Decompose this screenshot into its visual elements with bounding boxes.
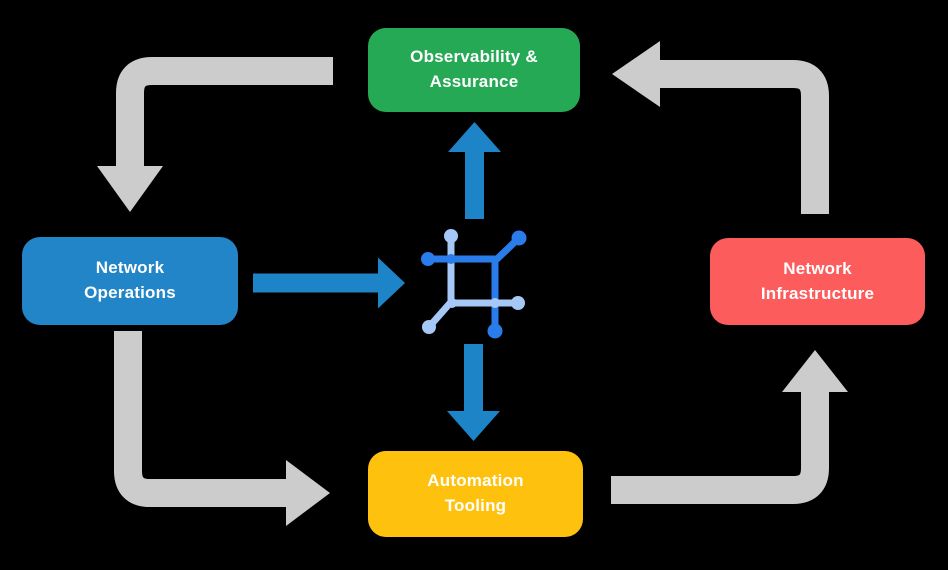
node-label: Network Infrastructure xyxy=(760,258,875,303)
arrow-head-right-icon xyxy=(286,460,330,526)
icon-junction-dot xyxy=(446,254,456,264)
arrow-shaft xyxy=(114,331,286,507)
arrow-shaft xyxy=(465,150,484,219)
node-label: Automation Tooling xyxy=(427,471,524,515)
arrow-center-to-automation xyxy=(447,344,500,441)
arrow-shaft xyxy=(464,344,483,413)
node-automation-tooling: Automation Tooling xyxy=(368,451,583,537)
icon-light-vertical xyxy=(425,232,455,331)
arrow-head-up-icon xyxy=(448,122,501,152)
icon-junction-dot xyxy=(447,298,457,308)
icon-node-left xyxy=(421,252,435,266)
node-network-operations: Network Operations xyxy=(22,237,238,325)
icon-node-bottom xyxy=(487,323,503,339)
icon-node-bottom-left xyxy=(422,320,436,334)
arrow-operations-to-automation xyxy=(114,331,330,526)
arrow-shaft xyxy=(116,57,333,168)
arrow-observability-to-operations xyxy=(97,57,333,212)
arrow-infrastructure-to-observability xyxy=(612,41,829,214)
arrow-head-up-icon xyxy=(782,350,848,392)
arrow-head-down-icon xyxy=(97,166,163,212)
arrow-center-to-observability xyxy=(448,122,501,219)
arrow-head-down-icon xyxy=(447,411,500,441)
arrow-automation-to-infrastructure xyxy=(611,350,848,504)
icon-node-top xyxy=(444,229,458,243)
icon-dark-horizontal xyxy=(424,234,523,263)
icon-junction-dot xyxy=(490,298,500,308)
arrow-shaft xyxy=(660,60,829,214)
network-automation-icon xyxy=(421,229,527,339)
icon-node-right xyxy=(511,296,525,310)
node-observability-assurance: Observability & Assurance xyxy=(368,28,580,112)
node-label: Observability & Assurance xyxy=(410,47,538,91)
arrow-head-right-icon xyxy=(378,257,405,309)
arrow-operations-to-center xyxy=(253,257,405,309)
node-network-infrastructure: Network Infrastructure xyxy=(710,238,925,325)
arrow-shaft xyxy=(253,273,378,293)
icon-node-top-right xyxy=(511,230,527,246)
node-label: Network Operations xyxy=(84,258,176,302)
arrow-shaft xyxy=(611,392,829,504)
arrow-head-left-icon xyxy=(612,41,660,107)
